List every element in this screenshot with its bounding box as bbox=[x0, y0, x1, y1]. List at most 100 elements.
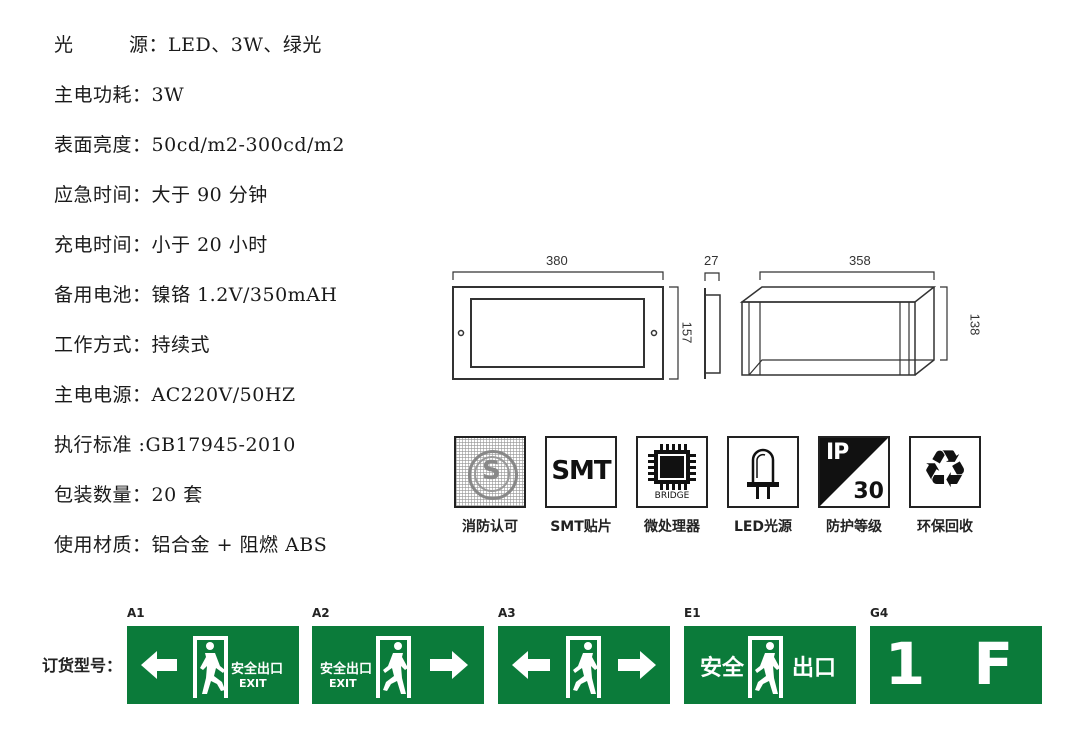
spec-value: 20 套 bbox=[151, 484, 203, 506]
running-man-icon bbox=[200, 653, 225, 694]
floor-sign-g4: 1 F bbox=[870, 626, 1042, 704]
spec-value: AC220V/50HZ bbox=[151, 384, 296, 406]
spec-colon: ： bbox=[132, 334, 152, 356]
model-e1: E1 安全 出口 bbox=[684, 604, 856, 704]
sign-text-floor: 1 F bbox=[884, 630, 1028, 698]
model-a3: A3 bbox=[498, 604, 670, 704]
spec-colon: : bbox=[132, 434, 146, 456]
spec-label: 应急时间 bbox=[54, 184, 133, 206]
spec-label: 源 bbox=[129, 34, 149, 56]
spec-row-power: 主电功耗：3W bbox=[54, 78, 345, 128]
smt-icon: SMT bbox=[545, 436, 617, 508]
chip-icon: BRIDGE bbox=[636, 436, 708, 508]
spec-row-work-mode: 工作方式：持续式 bbox=[54, 328, 345, 378]
spec-row-standard: 执行标准 :GB17945-2010 bbox=[54, 428, 345, 478]
dim-side-depth: 27 bbox=[704, 253, 719, 268]
spec-row-material: 使用材质：铝合金 + 阻燃 ABS bbox=[54, 528, 345, 578]
spec-label: 主电电源 bbox=[54, 384, 133, 406]
door-icon bbox=[566, 636, 601, 698]
spec-colon: ： bbox=[132, 234, 152, 256]
spec-row-charge-time: 充电时间：小于 20 小时 bbox=[54, 228, 345, 278]
spec-value: 3W bbox=[151, 84, 185, 106]
feature-label: LED光源 bbox=[733, 519, 793, 535]
exit-sign-a3 bbox=[498, 626, 670, 704]
door-icon bbox=[748, 636, 783, 698]
recycle-icon: ♻ bbox=[909, 436, 981, 508]
chip-icon-text: BRIDGE bbox=[654, 491, 690, 501]
sign-text-right: 出口 bbox=[792, 656, 837, 681]
spec-label: 表面亮度 bbox=[54, 134, 133, 156]
spec-colon: ： bbox=[132, 284, 152, 306]
spec-label: 包装数量 bbox=[54, 484, 133, 506]
arrow-right-icon bbox=[430, 651, 468, 679]
spec-colon: ： bbox=[132, 84, 152, 106]
model-code: E1 bbox=[684, 606, 701, 620]
spec-row-brightness: 表面亮度：50cd/m2-300cd/m2 bbox=[54, 128, 345, 178]
arrow-left-icon bbox=[512, 651, 550, 679]
feature-smt: SMT SMT贴片 bbox=[543, 436, 619, 536]
model-g4: G4 1 F bbox=[870, 604, 1042, 704]
model-a2: A2 安全出口 EXIT bbox=[312, 604, 484, 704]
model-code: A3 bbox=[498, 606, 516, 620]
spec-colon: ： bbox=[148, 34, 169, 56]
door-icon bbox=[376, 636, 411, 698]
running-man-icon bbox=[573, 653, 598, 694]
model-code: G4 bbox=[870, 606, 889, 620]
spec-colon: ： bbox=[132, 534, 152, 556]
exit-sign-a2: 安全出口 EXIT bbox=[312, 626, 484, 704]
exit-sign-e1: 安全 出口 bbox=[684, 626, 856, 704]
spec-row-battery: 备用电池：镍铬 1.2V/350mAH bbox=[54, 278, 345, 328]
sign-text-cn: 安全出口 bbox=[231, 662, 284, 677]
spec-value: 大于 90 分钟 bbox=[151, 184, 268, 206]
sign-text-en: EXIT bbox=[239, 677, 267, 690]
spec-label: 执行标准 bbox=[54, 434, 133, 456]
spec-label: 充电时间 bbox=[54, 234, 133, 256]
dim-front-width: 380 bbox=[546, 253, 568, 268]
model-code: A1 bbox=[127, 606, 145, 620]
spec-colon: ： bbox=[132, 184, 152, 206]
drawing-lines bbox=[452, 271, 948, 380]
spec-value: GB17945-2010 bbox=[145, 434, 296, 456]
feature-led: LED光源 bbox=[725, 436, 801, 536]
feature-microprocessor: BRIDGE 微处理器 bbox=[634, 436, 710, 536]
sign-text-en: EXIT bbox=[329, 677, 357, 690]
spec-label: 主电功耗 bbox=[54, 84, 133, 106]
ip-value-text: 30 bbox=[853, 479, 884, 504]
order-models: 订货型号： A1 安全出口 EXIT A2 安全出口 EXIT bbox=[0, 600, 1080, 720]
feature-label: 环保回收 bbox=[917, 519, 973, 535]
spec-row-emergency-time: 应急时间：大于 90 分钟 bbox=[54, 178, 345, 228]
spec-label: 备用电池 bbox=[54, 284, 133, 306]
ip-rating-icon: IP 30 bbox=[818, 436, 890, 508]
dim-front-height: 157 bbox=[679, 321, 695, 344]
spec-colon: ： bbox=[132, 134, 152, 156]
sign-text-left: 安全 bbox=[700, 656, 745, 681]
spec-row-main-supply: 主电电源：AC220V/50HZ bbox=[54, 378, 345, 428]
spec-label: 光 bbox=[54, 34, 130, 56]
feature-icons: S 消防认可 SMT SMT贴片 BRIDGE 微处理器 bbox=[452, 436, 983, 536]
ip-text: IP bbox=[826, 440, 849, 465]
dimension-drawings: 380 157 27 358 138 bbox=[440, 245, 982, 395]
feature-fire-certification: S 消防认可 bbox=[452, 436, 528, 536]
running-man-icon bbox=[755, 653, 780, 694]
sign-text-cn: 安全出口 bbox=[320, 662, 373, 677]
fire-certification-icon: S bbox=[454, 436, 526, 508]
feature-recycle: ♻ 环保回收 bbox=[907, 436, 983, 536]
feature-label: 防护等级 bbox=[826, 519, 882, 535]
feature-label: SMT贴片 bbox=[550, 519, 612, 535]
spec-value: 50cd/m2-300cd/m2 bbox=[151, 134, 346, 156]
spec-label: 工作方式 bbox=[54, 334, 133, 356]
feature-ip-rating: IP 30 防护等级 bbox=[816, 436, 892, 536]
spec-row-light-source: 光源：LED、3W、绿光 bbox=[54, 28, 345, 78]
led-bulb-icon bbox=[727, 436, 799, 508]
smt-icon-text: SMT bbox=[551, 456, 611, 486]
model-a1: A1 安全出口 EXIT bbox=[127, 604, 299, 704]
spec-label: 使用材质 bbox=[54, 534, 133, 556]
order-label: 订货型号： bbox=[42, 656, 123, 675]
running-man-icon bbox=[383, 653, 408, 694]
model-code: A2 bbox=[312, 606, 330, 620]
arrow-left-icon bbox=[141, 651, 177, 679]
spec-value: 持续式 bbox=[151, 334, 211, 356]
spec-value: 小于 20 小时 bbox=[151, 234, 268, 256]
arrow-right-icon bbox=[618, 651, 656, 679]
spec-row-package-qty: 包装数量：20 套 bbox=[54, 478, 345, 528]
